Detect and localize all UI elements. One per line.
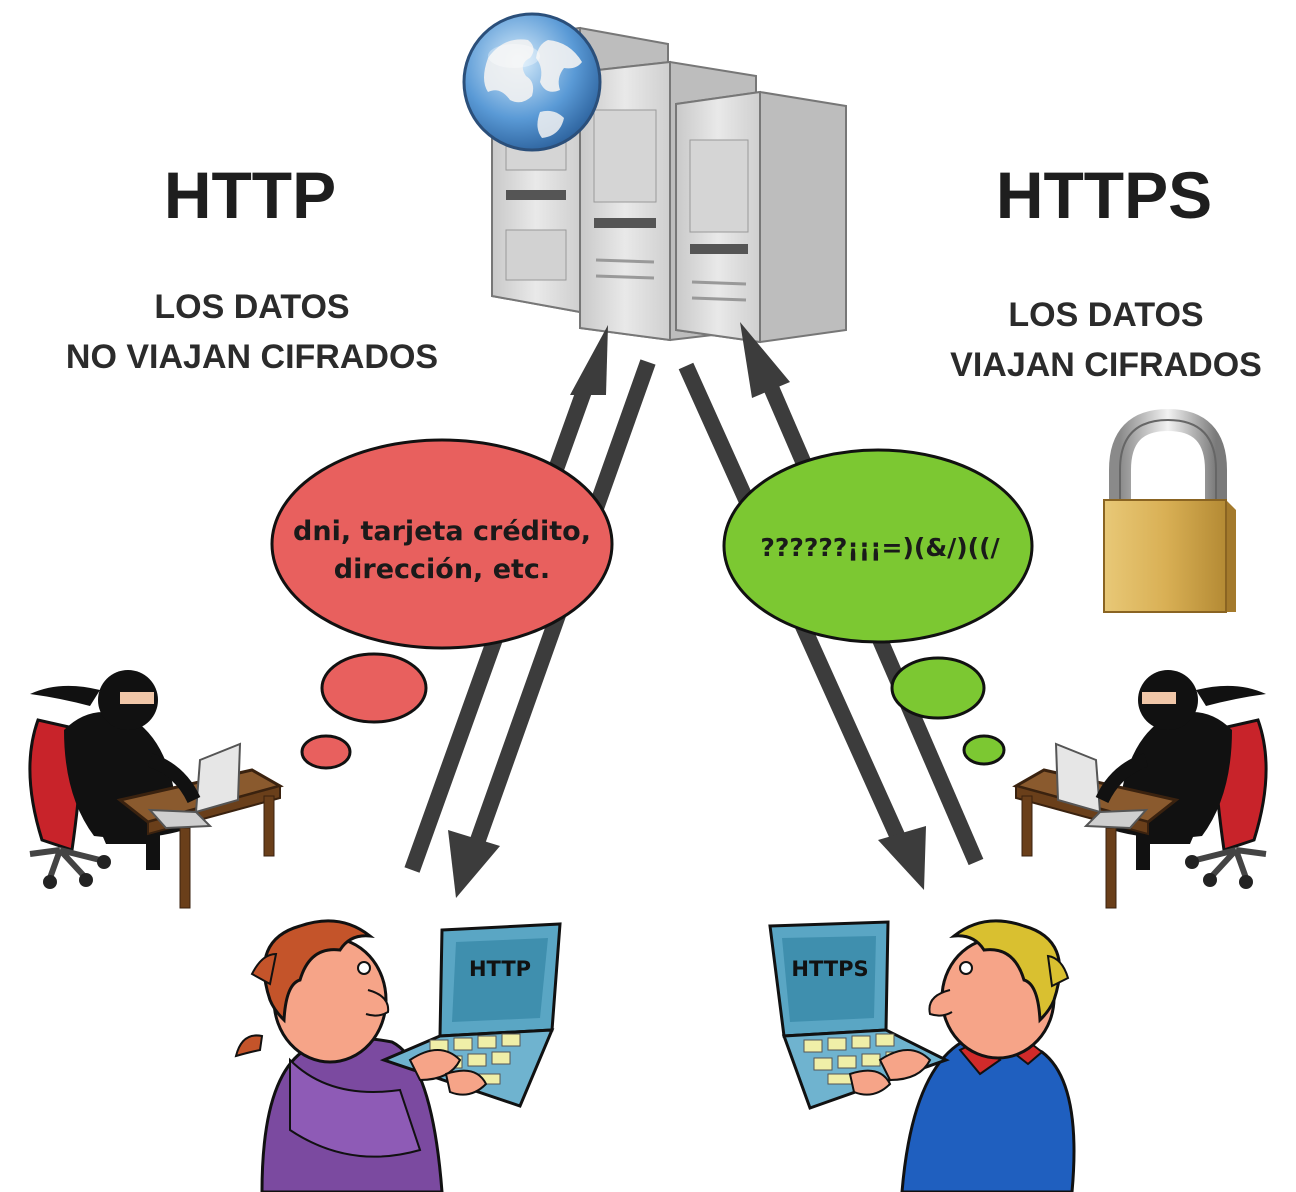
right-arrow-up-head — [740, 322, 790, 398]
user-icon — [234, 919, 444, 1192]
right-laptop: HTTPS — [768, 920, 950, 1110]
left-bubble-small — [300, 734, 352, 770]
left-laptop-screen-label: HTTP — [469, 957, 531, 981]
https-title: HTTPS — [996, 158, 1212, 232]
hacker-icon — [28, 670, 284, 909]
right-bubble-main — [722, 448, 1034, 644]
https-subtitle-line2: VIAJAN CIFRADOS — [950, 346, 1262, 384]
left-laptop: HTTP — [379, 922, 562, 1108]
left-bubble-text-line2: dirección, etc. — [334, 554, 550, 585]
left-thought-bubble: dni, tarjeta crédito, dirección, etc. — [270, 438, 614, 770]
left-bubble-main — [270, 438, 614, 650]
left-bubble-text-line1: dni, tarjeta crédito, — [293, 516, 591, 547]
user-icon — [900, 919, 1076, 1192]
right-thought-bubble: ??????¡¡¡=)(&/)((/ — [722, 448, 1034, 766]
padlock-icon — [1103, 408, 1236, 613]
right-bubble-small — [962, 734, 1006, 766]
hacker-icon — [1012, 670, 1268, 909]
left-arrow-up-head — [570, 325, 608, 395]
http-subtitle-line1: LOS DATOS — [154, 288, 349, 326]
server-tower-front — [675, 90, 847, 344]
globe-icon — [462, 12, 602, 152]
right-bubble-text: ??????¡¡¡=)(&/)((/ — [760, 533, 1000, 562]
http-subtitle-line2: NO VIAJAN CIFRADOS — [66, 338, 438, 376]
server-rack-icon — [491, 26, 847, 344]
right-arrow-down-head — [878, 826, 926, 890]
left-arrow-down-head — [448, 830, 500, 898]
right-laptop-screen-label: HTTPS — [791, 957, 868, 981]
http-title: HTTP — [164, 158, 336, 232]
right-bubble-mid — [890, 656, 986, 720]
left-bubble-mid — [320, 652, 428, 724]
https-subtitle-line1: LOS DATOS — [1008, 296, 1203, 334]
